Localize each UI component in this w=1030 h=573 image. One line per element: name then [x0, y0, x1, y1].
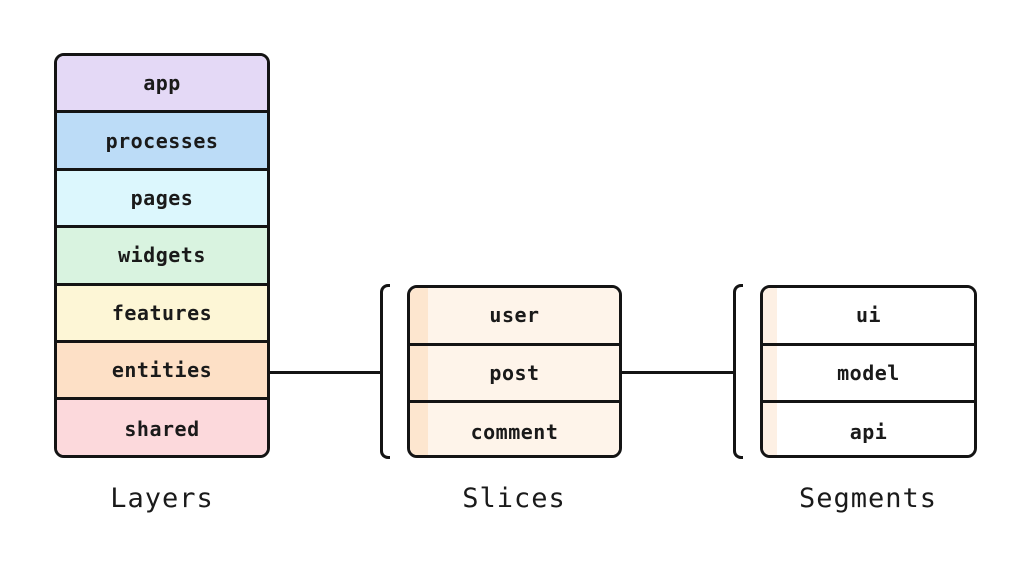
segments-caption: Segments: [798, 483, 938, 514]
slices-bracket: [380, 284, 390, 459]
layer-features: features: [57, 285, 267, 343]
layers-stack: app processes pages widgets features ent…: [54, 53, 270, 458]
connector-slices-segments: [622, 371, 735, 374]
segment-ui: ui: [763, 288, 974, 346]
layer-entities: entities: [57, 342, 267, 401]
layer-widgets: widgets: [57, 228, 267, 286]
connector-layers-slices: [270, 371, 382, 374]
layer-pages: pages: [57, 170, 267, 229]
segments-bracket: [733, 284, 743, 459]
segments-stack: ui model api: [760, 285, 977, 458]
slices-stack: user post comment: [407, 285, 622, 458]
slice-user: user: [410, 288, 619, 346]
layer-app: app: [57, 56, 267, 114]
segment-model: model: [763, 345, 974, 403]
layers-caption: Layers: [110, 483, 214, 514]
slices-caption: Slices: [462, 483, 566, 514]
slice-post: post: [410, 345, 619, 403]
layer-shared: shared: [57, 400, 267, 455]
segment-api: api: [763, 403, 974, 455]
layer-processes: processes: [57, 113, 267, 171]
slice-comment: comment: [410, 403, 619, 455]
